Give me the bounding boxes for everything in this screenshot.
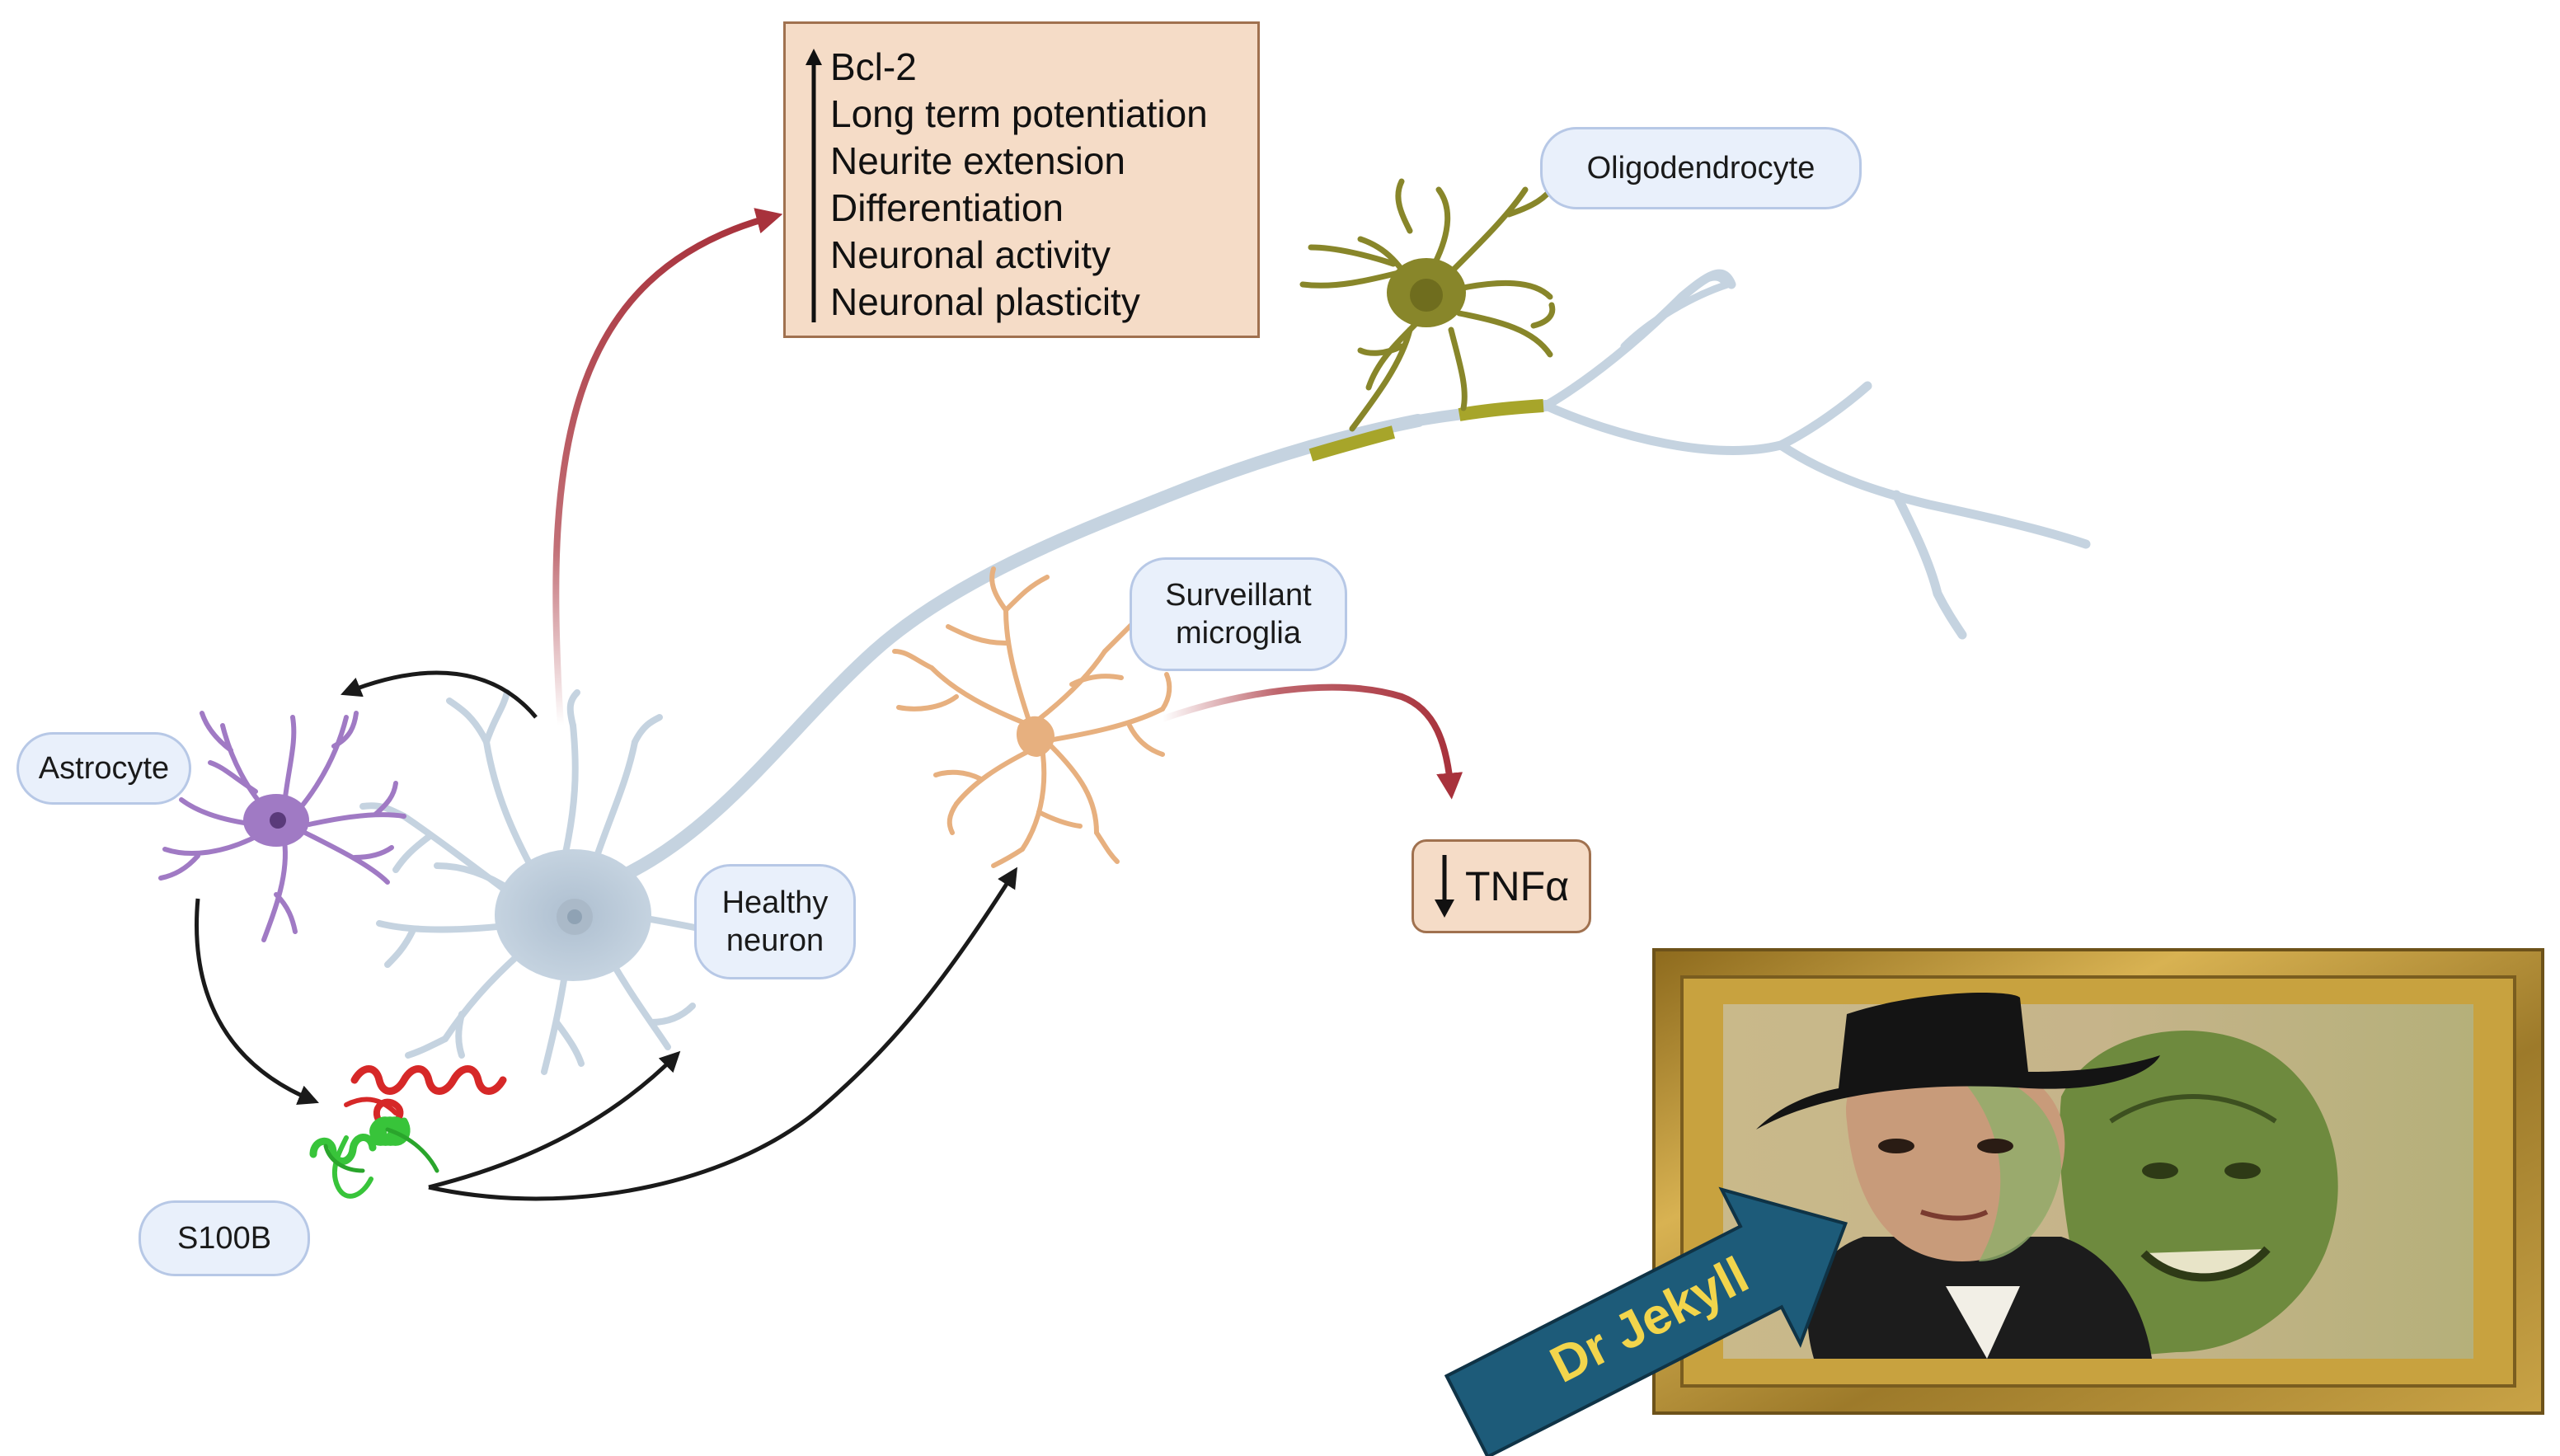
s100b-label: S100B <box>139 1200 310 1276</box>
s100b-protein <box>309 1065 507 1199</box>
tnf-alpha-label: TNFα <box>1465 863 1570 909</box>
effect-item: Neuronal plasticity <box>830 280 1140 323</box>
effect-item: Differentiation <box>830 186 1064 229</box>
myelin-sheaths <box>1308 399 1544 462</box>
astrocyte-label: Astrocyte <box>16 732 191 805</box>
astrocyte-to-s100b-arrow <box>195 898 319 1105</box>
jekyll-hyde-portrait: Dr Jekyll <box>1444 948 2544 1456</box>
astrocyte-soma <box>243 794 309 847</box>
up-arrow-icon <box>806 49 822 322</box>
arrows <box>195 208 1463 1201</box>
neuronal-effects-box: Bcl-2 Long term potentiation Neurite ext… <box>783 21 1260 338</box>
oligodendrocyte-soma <box>1387 258 1466 327</box>
effect-item: Neurite extension <box>830 139 1125 182</box>
effect-item: Long term potentiation <box>830 92 1208 135</box>
microglia-to-tnf-arrow <box>1161 683 1463 800</box>
down-arrow-icon <box>1435 855 1454 918</box>
neuron-to-astrocyte-arrow <box>341 670 538 719</box>
effect-item: Bcl-2 <box>830 45 917 88</box>
neuron-soma <box>495 849 651 981</box>
effects-list: Bcl-2 Long term potentiation Neurite ext… <box>830 44 1208 326</box>
astrocyte-cell <box>158 711 406 942</box>
dr-jekyll-banner-arrow <box>1444 1186 1848 1456</box>
healthy-neuron-label: Healthy neuron <box>694 864 856 979</box>
s100b-to-neuron-arrow <box>428 1050 681 1190</box>
effect-item: Neuronal activity <box>830 233 1111 276</box>
microglia-cell <box>892 566 1172 868</box>
neuron-to-effects-arrow <box>552 208 783 726</box>
jekyll-figure <box>1756 993 2160 1359</box>
surveillant-microglia-label: Surveillant microglia <box>1130 557 1347 671</box>
s100b-to-microglia-arrow <box>428 867 1018 1201</box>
tnf-alpha-box: TNFα <box>1412 839 1591 933</box>
oligodendrocyte-cell <box>1299 178 1557 432</box>
hyde-figure <box>2060 1031 2338 1359</box>
oligodendrocyte-label: Oligodendrocyte <box>1540 127 1862 209</box>
microglia-soma <box>1016 716 1055 757</box>
